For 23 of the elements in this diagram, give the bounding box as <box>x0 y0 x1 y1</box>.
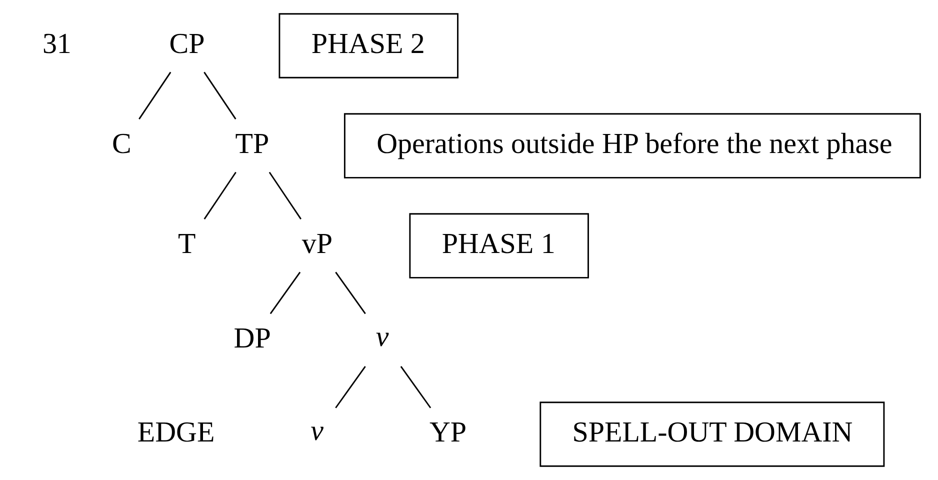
node-text: T <box>178 228 196 260</box>
connector <box>335 366 366 408</box>
connector <box>400 366 432 408</box>
node-box: PHASE 1 <box>409 213 589 278</box>
connector <box>204 172 236 220</box>
node-text: v <box>310 415 324 448</box>
node-text: C <box>112 128 132 160</box>
connector <box>270 272 301 314</box>
connector <box>204 72 236 120</box>
node-text: v <box>376 320 389 353</box>
node-box: Operations outside HP before the next phase <box>344 113 921 178</box>
label: EDGE <box>137 416 215 448</box>
connector <box>138 72 172 120</box>
node-box: SPELL-OUT DOMAIN <box>540 402 885 467</box>
node-text: DP <box>234 322 271 354</box>
node-text: CP <box>169 28 205 60</box>
node-text: YP <box>429 416 467 448</box>
label: 31 <box>42 28 72 60</box>
connector <box>268 172 302 220</box>
node-text: vP <box>302 228 333 260</box>
node-box: PHASE 2 <box>278 13 458 78</box>
connector <box>335 272 366 314</box>
node-text: TP <box>235 128 270 160</box>
